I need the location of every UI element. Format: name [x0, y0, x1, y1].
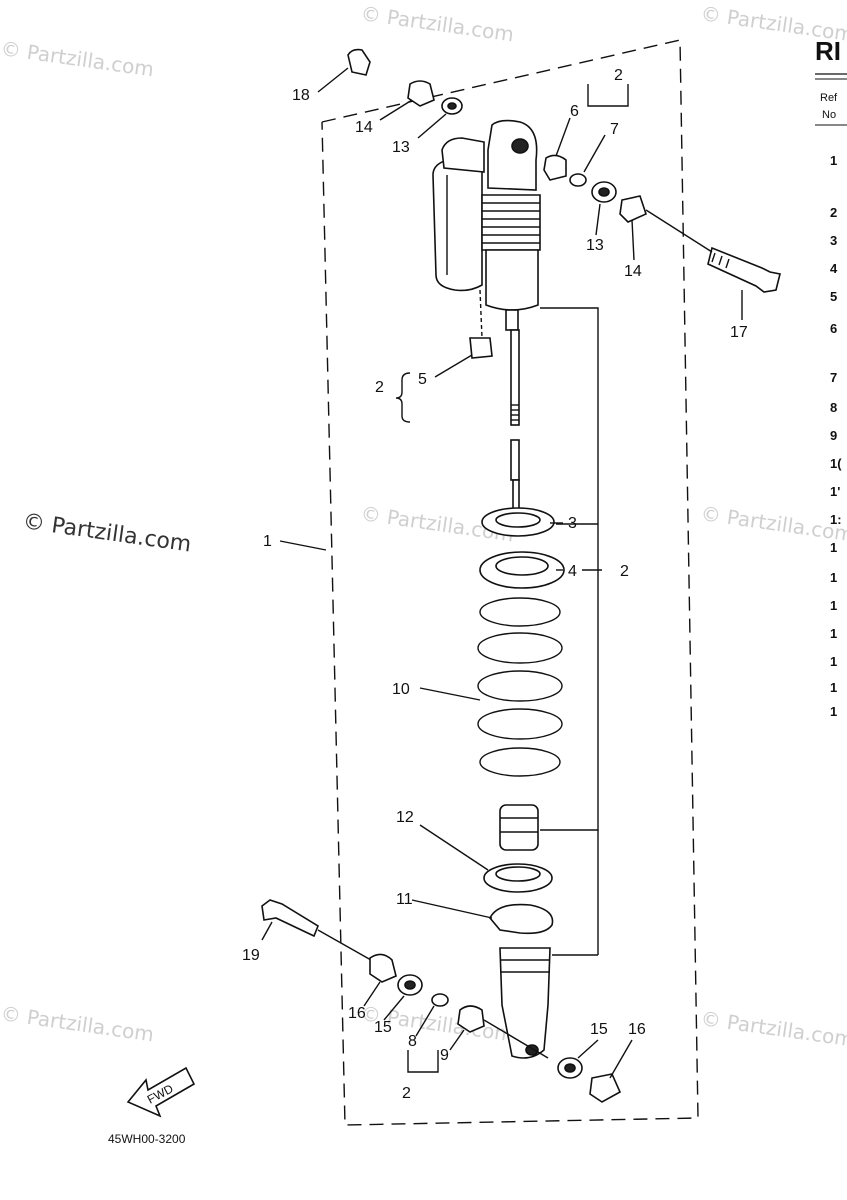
shock-upper-eye [487, 119, 538, 191]
fwd-arrow: FWD [126, 1066, 196, 1118]
ref-number: 5 [830, 289, 837, 304]
watermark-mid-left: © Partzilla.com [21, 509, 193, 557]
spring-assembly [477, 439, 565, 1059]
shock-cylinder [485, 249, 539, 311]
callout-2-left: 2 [375, 379, 384, 396]
ref-number: 7 [830, 370, 837, 385]
ref-number: 1( [830, 456, 842, 471]
bracket-top-2 [587, 84, 629, 107]
part-6-bushing [543, 154, 567, 181]
part-7-circlip [569, 173, 587, 187]
bracket-bottom-2 [407, 1050, 439, 1073]
leader-lines [261, 67, 743, 1079]
part-10-spring [477, 597, 563, 777]
callout-9: 9 [440, 1047, 449, 1064]
reservoir [432, 157, 483, 292]
ref-number: 1 [830, 626, 837, 641]
watermark-top-left: © Partzilla.com [0, 36, 155, 81]
upper-eye-bore [511, 138, 529, 154]
callout-2-top: 2 [614, 67, 623, 84]
watermarks: © Partzilla.com © Partzilla.com © Partzi… [0, 1, 847, 1051]
callout-16-right: 16 [628, 1021, 646, 1038]
callout-2-bottom: 2 [402, 1085, 411, 1102]
callout-6: 6 [570, 103, 579, 120]
collar-threads [482, 202, 540, 244]
watermark-bottom-left: © Partzilla.com [0, 1001, 155, 1046]
watermark-mid-right: © Partzilla.com [699, 501, 847, 546]
callout-13-upper: 13 [392, 139, 410, 156]
part-16-collar-right [589, 1073, 622, 1103]
part-8-circlip [431, 993, 449, 1007]
part-19-bolt [261, 899, 319, 938]
callout-2-mid: 2 [620, 563, 629, 580]
callout-12: 12 [396, 809, 414, 826]
reservoir-cap [441, 137, 485, 173]
ref-number: 8 [830, 400, 837, 415]
callout-15-left: 15 [374, 1019, 392, 1036]
watermark-top-center: © Partzilla.com [359, 1, 515, 46]
brace-part-5 [395, 372, 411, 423]
ref-number: 1 [830, 680, 837, 695]
callout-8: 8 [408, 1033, 417, 1050]
part-16-collar-left [369, 953, 397, 983]
ref-number: 1 [830, 570, 837, 585]
drawing-code: 45WH00-3200 [108, 1132, 186, 1146]
callout-17: 17 [730, 324, 748, 341]
callout-7: 7 [610, 121, 619, 138]
ref-number: 1 [830, 704, 837, 719]
callout-10: 10 [392, 681, 410, 698]
callout-18: 18 [292, 87, 310, 104]
rod-threads [511, 404, 519, 421]
callout-14-right: 14 [624, 263, 642, 280]
parts-table-fragment: RI Ref No 1 2 3 4 5 6 7 8 9 1( 1' 1: 1 1 1 1 1 1 1 [815, 36, 847, 719]
part-11-stopper-ring [489, 903, 554, 935]
part-17-bolt [707, 246, 781, 293]
ref-number: 1 [830, 654, 837, 669]
ref-col-header-line2: No [822, 109, 836, 121]
part-14-collar-right [619, 195, 647, 223]
lower-mount-hardware [261, 899, 622, 1103]
ref-number: 3 [830, 233, 837, 248]
ref-col-header-line1: Ref [820, 92, 838, 104]
part-9-bushing [457, 1005, 485, 1033]
callout-16-left: 16 [348, 1005, 366, 1022]
part-14-collar-upper [407, 80, 435, 107]
threaded-collar [481, 194, 541, 251]
lower-eye-body [499, 947, 551, 1059]
bump-stopper [499, 804, 539, 851]
callout-11: 11 [396, 891, 413, 908]
bracket-group-2-right [540, 307, 599, 831]
callout-1: 1 [263, 533, 272, 550]
rod-seal [505, 309, 519, 331]
rod-pin [510, 439, 520, 481]
valve-cap [469, 337, 493, 359]
table-title: RI [815, 36, 841, 66]
watermark-bottom-right: © Partzilla.com [699, 1006, 847, 1051]
part-18-collar [347, 48, 371, 76]
callout-4: 4 [568, 563, 577, 580]
ref-number: 9 [830, 428, 837, 443]
callout-15-right: 15 [590, 1021, 608, 1038]
upper-mount-hardware [347, 48, 781, 293]
ref-number: 1 [830, 153, 837, 168]
ref-number: 2 [830, 205, 837, 220]
shock-body-assembly [432, 119, 541, 426]
callout-14-upper: 14 [355, 119, 373, 136]
assembly-boundary [321, 39, 699, 1126]
callout-19: 19 [242, 947, 260, 964]
ref-number: 6 [830, 321, 837, 336]
ref-number: 1 [830, 598, 837, 613]
callout-labels: 18 14 13 2 6 7 13 14 17 2 5 1 3 4 2 10 1… [242, 67, 748, 1102]
callout-3: 3 [568, 515, 577, 532]
ref-number: 4 [830, 261, 838, 276]
ref-number-list: 1 2 3 4 5 6 7 8 9 1( 1' 1: 1 1 1 1 1 1 1 [830, 153, 842, 719]
callout-5: 5 [418, 371, 427, 388]
ref-number: 1: [830, 512, 842, 527]
ref-number: 1' [830, 484, 840, 499]
callout-13-right: 13 [586, 237, 604, 254]
ref-number: 1 [830, 540, 837, 555]
piston-rod [510, 329, 520, 426]
